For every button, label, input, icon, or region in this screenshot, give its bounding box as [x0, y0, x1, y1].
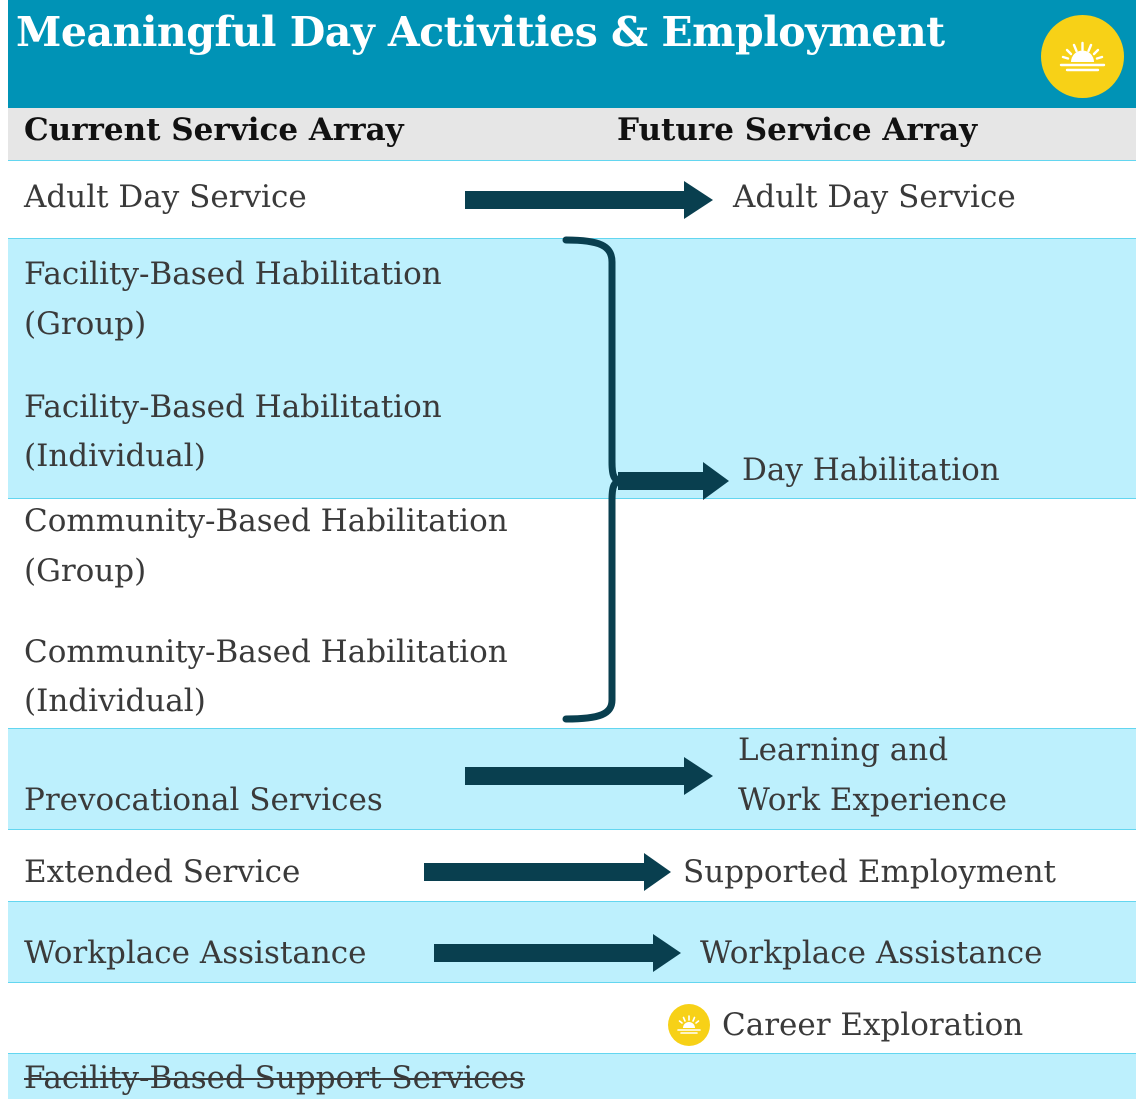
- current-workplace-assistance: Workplace Assistance: [24, 935, 367, 971]
- future-workplace-assistance: Workplace Assistance: [700, 935, 1043, 971]
- title-banner: [8, 0, 1136, 108]
- future-supported-employment: Supported Employment: [683, 854, 1056, 890]
- page-title: Meaningful Day Activities & Employment: [16, 8, 945, 56]
- future-career-exploration: Career Exploration: [722, 1007, 1024, 1043]
- row-divider: [8, 901, 1136, 902]
- row-band-discontinued: [8, 1053, 1136, 1099]
- current-community-habilitation-individual-qualifier: (Individual): [24, 683, 206, 719]
- row-divider: [8, 728, 1136, 729]
- row-divider: [8, 1053, 1136, 1054]
- future-learning-and: Learning and: [738, 732, 949, 768]
- row-divider: [8, 160, 1136, 161]
- current-community-habilitation-group-qualifier: (Group): [24, 553, 147, 589]
- rising-sun-icon: [1041, 15, 1124, 98]
- current-community-habilitation-individual: Community-Based Habilitation: [24, 634, 508, 670]
- current-facility-habilitation-group-qualifier: (Group): [24, 306, 147, 342]
- current-column-header: Current Service Array: [24, 112, 404, 148]
- column-header-row: [8, 108, 1136, 160]
- current-facility-support-services-discontinued: Facility-Based Support Services: [24, 1060, 525, 1096]
- future-day-habilitation: Day Habilitation: [742, 452, 1000, 488]
- future-work-experience: Work Experience: [738, 782, 1007, 818]
- future-adult-day-service: Adult Day Service: [733, 179, 1016, 215]
- current-facility-habilitation-group: Facility-Based Habilitation: [24, 256, 442, 292]
- row-band-workplace: [8, 901, 1136, 982]
- current-adult-day-service: Adult Day Service: [24, 179, 307, 215]
- row-divider: [8, 982, 1136, 983]
- sun-icon: [668, 1004, 710, 1046]
- current-facility-habilitation-individual: Facility-Based Habilitation: [24, 389, 442, 425]
- current-community-habilitation-group: Community-Based Habilitation: [24, 503, 508, 539]
- row-divider: [8, 829, 1136, 830]
- current-prevocational-services: Prevocational Services: [24, 782, 383, 818]
- current-extended-service: Extended Service: [24, 854, 301, 890]
- current-facility-habilitation-individual-qualifier: (Individual): [24, 438, 206, 474]
- future-column-header: Future Service Array: [617, 112, 978, 148]
- row-band-career: [8, 982, 1136, 1053]
- row-divider: [8, 238, 1136, 239]
